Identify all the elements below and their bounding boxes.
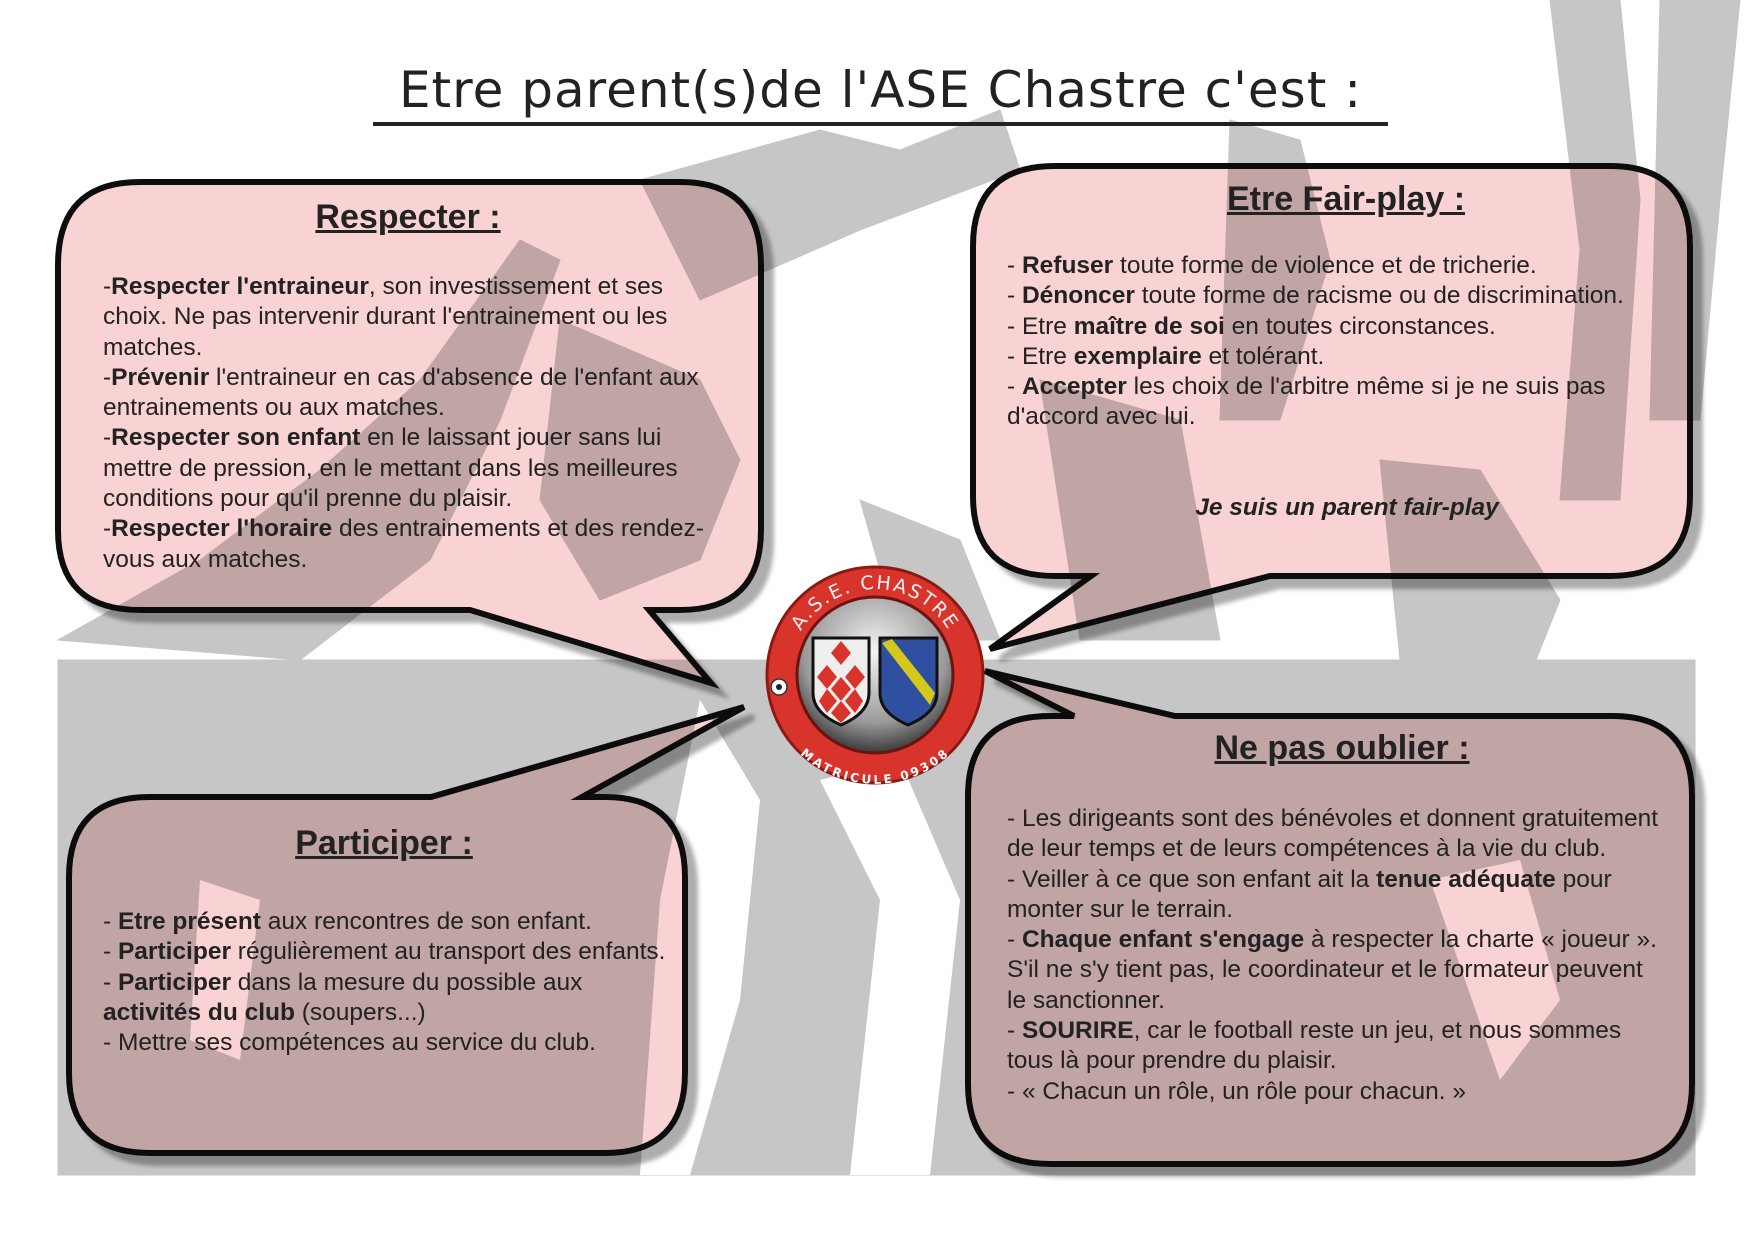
bold-text: Respecter son enfant: [111, 424, 361, 452]
list-item: - Refuser toute forme de violence et de …: [1007, 251, 1679, 281]
bold-text: SOURIRE: [1021, 1017, 1134, 1045]
text: - Veiller à ce que son enfant ait la: [1007, 865, 1377, 893]
bold-text: Chaque enfant s'engage: [1021, 926, 1305, 954]
list-item: - Veiller à ce que son enfant ait la ten…: [1007, 865, 1667, 926]
text: dans la mesure du possible aux: [231, 968, 583, 996]
list-item: - Etre exemplaire et tolérant.: [1007, 342, 1679, 372]
list-respecter: -Respecter l'entraineur, son investissem…: [103, 272, 728, 575]
list-item: - Accepter les choix de l'arbitre même s…: [1007, 372, 1679, 433]
blue-banded-shield-icon: [878, 636, 939, 727]
text: régulièrement au transport des enfants.: [231, 938, 666, 966]
heading-respecter: Respecter :: [315, 198, 501, 236]
bold-text: Etre présent: [117, 908, 261, 935]
list-item: -Respecter l'entraineur, son investissem…: [103, 272, 728, 363]
bold-text: tenue adéquate: [1376, 865, 1556, 893]
list-item: - Etre maître de soi en toutes circonsta…: [1007, 312, 1679, 342]
list-item: - « Chacun un rôle, un rôle pour chacun.…: [1007, 1077, 1667, 1107]
bold-text: Accepter: [1021, 373, 1127, 401]
page-title: Etre parent(s)de l'ASE Chastre c'est :: [373, 60, 1388, 126]
list-item: -Respecter son enfant en le laissant jou…: [103, 423, 728, 514]
list-item: - SOURIRE, car le football reste un jeu,…: [1007, 1016, 1667, 1077]
heading-participer: Participer :: [295, 824, 473, 862]
text: en toutes circonstances.: [1224, 312, 1496, 340]
text: -: [1007, 373, 1022, 401]
text: aux rencontres de son enfant.: [260, 908, 592, 935]
text: -: [1007, 252, 1022, 279]
list-item: -Respecter l'horaire des entrainements e…: [103, 514, 728, 575]
text: - Etre: [1007, 312, 1074, 340]
list-fairplay: - Refuser toute forme de violence et de …: [1007, 251, 1679, 433]
text: -: [103, 968, 118, 996]
list-item: - Etre présent aux rencontres de son enf…: [103, 907, 673, 937]
list-item: - Participer dans la mesure du possible …: [103, 968, 673, 1029]
list-participer: - Etre présent aux rencontres de son enf…: [103, 907, 673, 1058]
text: , son investissement et ses choix. Ne pa…: [103, 273, 668, 361]
bold-text: Respecter l'entraineur: [111, 273, 369, 300]
speech-bubble-participer: [66, 704, 746, 1156]
heading-fairplay: Etre Fair-play :: [1226, 180, 1466, 218]
bold-text: Respecter l'horaire: [111, 515, 333, 543]
list-oublier: - Les dirigeants sont des bénévoles et d…: [1007, 804, 1667, 1107]
text: les choix de l'arbitre même si je ne sui…: [1007, 373, 1606, 431]
bold-text: Refuser: [1021, 252, 1114, 279]
list-item: - Dénoncer toute forme de racisme ou de …: [1007, 281, 1679, 311]
text: -: [103, 938, 118, 966]
text: -: [1007, 1017, 1022, 1045]
bold-text: maître de soi: [1073, 312, 1225, 340]
text: en le laissant jouer sans lui mettre de …: [103, 424, 678, 513]
bold-text: activités du club: [103, 998, 295, 1026]
text: - Les dirigeants sont des bénévoles et d…: [1007, 805, 1659, 863]
text: l'entraineur en cas d'absence de l'enfan…: [103, 363, 699, 422]
text: - Etre: [1007, 342, 1074, 370]
list-item: - Chaque enfant s'engage à respecter la …: [1007, 925, 1667, 1016]
text: (soupers...): [294, 998, 426, 1026]
text: -: [1007, 926, 1022, 954]
text: - Mettre ses compétences au service du c…: [103, 1029, 596, 1057]
bold-text: Participer: [117, 938, 231, 966]
text: toute forme de racisme ou de discriminat…: [1134, 282, 1624, 310]
heading-oublier: Ne pas oublier :: [1214, 729, 1470, 767]
speech-bubble-oublier: [965, 668, 1695, 1167]
text: -: [1007, 282, 1022, 310]
text: - « Chacun un rôle, un rôle pour chacun.…: [1007, 1077, 1466, 1105]
speech-bubble-fairplay: [970, 163, 1693, 652]
football-icon: [770, 678, 788, 696]
list-item: - Les dirigeants sont des bénévoles et d…: [1007, 804, 1667, 865]
text: à respecter la charte « joueur ». S'il n…: [1007, 926, 1657, 1014]
bold-text: Prévenir: [111, 363, 210, 391]
list-item: - Mettre ses compétences au service du c…: [103, 1028, 673, 1058]
text: et tolérant.: [1201, 342, 1325, 370]
list-item: - Participer régulièrement au transport …: [103, 937, 673, 967]
text: pour monter sur le terrain.: [1007, 865, 1612, 923]
text: -: [103, 908, 118, 935]
text: -: [103, 363, 112, 391]
text: toute forme de violence et de tricherie.: [1113, 252, 1537, 279]
text: -: [103, 515, 112, 543]
bold-text: Participer: [117, 968, 231, 996]
text: des entrainements et des rendez-vous aux…: [103, 515, 704, 573]
red-checkered-shield-icon: [811, 636, 871, 727]
text: , car le football reste un jeu, et nous …: [1007, 1017, 1622, 1075]
speech-bubble-respecter: [55, 179, 764, 689]
fairplay-motto: Je suis un parent fair-play: [1195, 494, 1499, 521]
list-item: -Prévenir l'entraineur en cas d'absence …: [103, 363, 728, 424]
bold-text: Dénoncer: [1021, 282, 1135, 310]
bold-text: exemplaire: [1073, 342, 1202, 370]
text: -: [103, 273, 112, 300]
text: -: [103, 424, 112, 452]
club-crest-logo: A.S.E. CHASTRE MATRICULE 09308: [765, 565, 985, 787]
